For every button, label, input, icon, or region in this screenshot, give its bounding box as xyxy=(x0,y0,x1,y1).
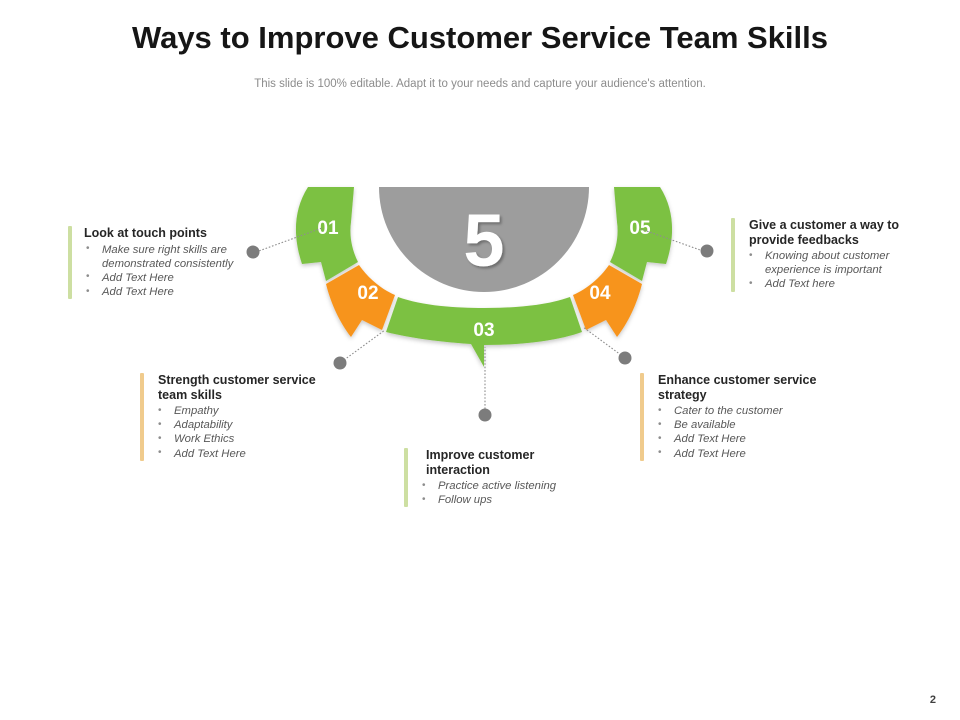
diagram-segment-04[interactable] xyxy=(573,265,642,337)
text-block-enhance-customer-service-strategy[interactable]: Enhance customer service strategy Cater … xyxy=(640,373,835,461)
block-bullet-list: Empathy Adaptability Work Ethics Add Tex… xyxy=(152,403,330,461)
block-bullet-list: Knowing about customer experience is imp… xyxy=(743,248,921,292)
text-block-improve-customer-interaction[interactable]: Improve customer interaction Practice ac… xyxy=(404,448,589,508)
accent-bar xyxy=(404,448,408,508)
block-heading: Look at touch points xyxy=(84,226,207,240)
diagram-segment-02[interactable] xyxy=(326,265,395,337)
diagram-inner-ring-gap xyxy=(366,186,602,305)
block-heading: Give a customer a way to provide feedbac… xyxy=(749,218,900,247)
accent-bar xyxy=(640,373,644,461)
diagram-segment-01[interactable] xyxy=(295,187,358,281)
list-item: Knowing about customer experience is imp… xyxy=(743,248,921,277)
list-item: Add Text Here xyxy=(652,446,835,461)
list-item: Add Text Here xyxy=(152,446,330,461)
text-block-give-a-customer-a-way-to-provide-feedbacks[interactable]: Give a customer a way to provide feedbac… xyxy=(731,218,921,292)
block-heading: Enhance customer service strategy xyxy=(658,373,817,402)
connector-dot-05 xyxy=(700,244,714,258)
accent-bar xyxy=(731,218,735,292)
page-subtitle: This slide is 100% editable. Adapt it to… xyxy=(254,78,706,90)
block-heading: Improve customer interaction xyxy=(426,448,535,477)
page-title: Ways to Improve Customer Service Team Sk… xyxy=(131,20,829,55)
diagram-center-number: 5 xyxy=(463,199,504,282)
diagram-center-disc xyxy=(379,187,589,292)
diagram-segment-05-label: 05 xyxy=(629,218,651,239)
connector-dot-03 xyxy=(478,408,492,422)
list-item: Work Ethics xyxy=(152,432,330,446)
semicircle-segment-diagram: 5 01 02 03 04 05 xyxy=(290,178,680,367)
block-bullet-list: Practice active listening Follow ups xyxy=(416,478,589,507)
diagram-segment-04-label: 04 xyxy=(589,283,611,304)
text-block-strength-customer-service-team-skills[interactable]: Strength customer service team skills Em… xyxy=(140,373,330,461)
list-item: Be available xyxy=(652,418,835,432)
list-item: Make sure right skills are demonstrated … xyxy=(80,242,263,271)
block-bullet-list: Cater to the customer Be available Add T… xyxy=(652,403,835,461)
block-heading: Strength customer service team skills xyxy=(158,373,316,402)
list-item: Add Text here xyxy=(743,277,921,291)
list-item: Practice active listening xyxy=(416,478,589,493)
text-block-look-at-touch-points[interactable]: Look at touch points Make sure right ski… xyxy=(68,226,263,300)
list-item: Follow ups xyxy=(416,493,589,507)
accent-bar xyxy=(68,226,72,300)
list-item: Empathy xyxy=(152,403,330,418)
block-bullet-list: Make sure right skills are demonstrated … xyxy=(80,242,263,300)
diagram-segment-03[interactable] xyxy=(386,297,582,367)
list-item: Add Text Here xyxy=(652,432,835,446)
list-item: Add Text Here xyxy=(80,285,263,299)
list-item: Adaptability xyxy=(152,418,330,432)
diagram-segment-02-label: 02 xyxy=(357,283,378,304)
diagram-segment-03-label: 03 xyxy=(473,320,494,341)
diagram-segment-01-label: 01 xyxy=(317,218,339,239)
list-item: Cater to the customer xyxy=(652,403,835,418)
page-number: 2 xyxy=(929,694,936,706)
accent-bar xyxy=(140,373,144,461)
list-item: Add Text Here xyxy=(80,270,263,285)
